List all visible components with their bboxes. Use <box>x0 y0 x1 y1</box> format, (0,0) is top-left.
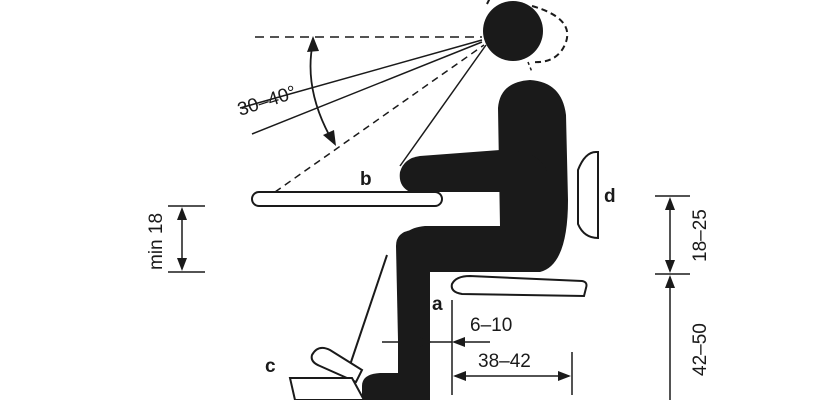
seat-gap-arrow-left <box>419 337 432 347</box>
sight-lines <box>239 36 487 193</box>
foot <box>362 373 430 400</box>
seated-figure <box>362 80 568 400</box>
torso <box>398 80 568 272</box>
desk-top <box>251 191 443 207</box>
horizontal-dimensions <box>382 300 573 395</box>
seat-depth-arrow-left <box>453 371 466 381</box>
viewing-angle-label: 30–40° <box>235 82 299 121</box>
backrest-arrow-down <box>665 260 675 273</box>
min-clearance-dimension <box>168 205 205 273</box>
part-label-d: d <box>604 186 616 207</box>
seat-height-arrow-up <box>665 275 675 288</box>
arc-arrowhead-top <box>307 36 319 52</box>
min-clearance-arrow-down <box>177 258 187 271</box>
dashed-sight-line-to-desk <box>274 44 485 193</box>
height-dimensions <box>655 195 690 400</box>
chair <box>450 151 599 298</box>
seat-gap-label: 6–10 <box>470 315 512 336</box>
backrest-arrow-up <box>665 197 675 210</box>
min-clearance-label: min 18 <box>146 213 167 270</box>
arc-arrowhead-bottom <box>323 130 336 146</box>
part-label-b: b <box>360 169 372 190</box>
part-label-c: c <box>265 356 276 377</box>
middle-sight-line <box>251 41 483 135</box>
viewing-angle-indicator <box>307 36 336 146</box>
head-alternate-position <box>531 5 569 64</box>
lower-leg <box>396 230 430 340</box>
footrest-plate <box>310 346 364 384</box>
seat-depth-label: 38–42 <box>478 351 531 372</box>
seat-gap-arrow-right <box>452 337 465 347</box>
hair-tick <box>486 0 491 5</box>
min-clearance-arrow-up <box>177 207 187 220</box>
seat-height-label: 42–50 <box>690 323 711 376</box>
backrest-height-label: 18–25 <box>690 209 711 262</box>
viewing-angle-arc <box>309 41 334 143</box>
desk <box>251 191 443 366</box>
head <box>483 0 569 73</box>
floor-block <box>288 377 366 400</box>
chair-seat <box>450 274 588 298</box>
upper-arm <box>399 150 548 192</box>
chair-backrest <box>577 151 599 240</box>
part-label-a: a <box>432 294 443 315</box>
seat-depth-arrow-right <box>558 371 571 381</box>
footrest <box>288 346 366 400</box>
upper-sight-line <box>239 39 483 109</box>
neck-dashed-line <box>527 61 533 73</box>
desk-front-leg <box>349 254 388 366</box>
head-circle <box>483 1 543 61</box>
vertical-sight-line <box>399 44 487 167</box>
